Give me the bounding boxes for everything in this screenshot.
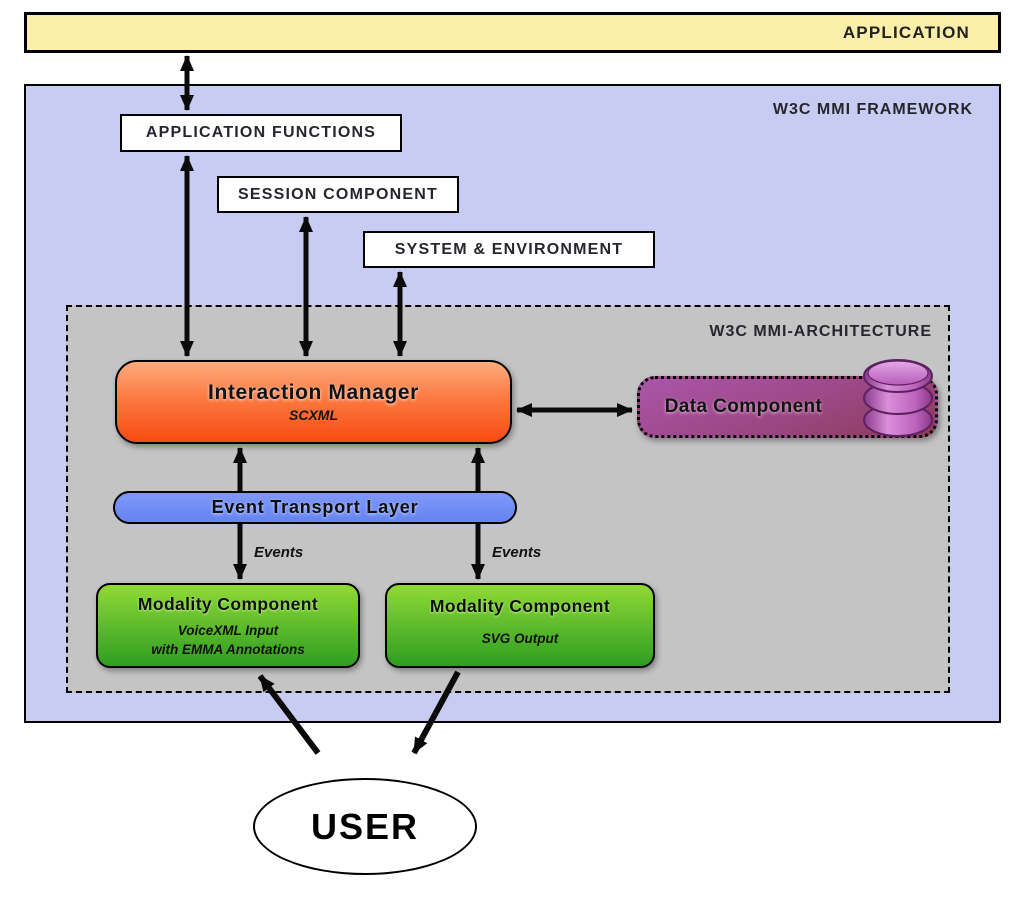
database-icon: [863, 359, 933, 437]
application-functions-label: APPLICATION FUNCTIONS: [145, 124, 377, 141]
mmi-architecture-label: W3C MMI-ARCHITECTURE: [709, 323, 932, 340]
modality-component-voicexml-subtitle-2: with EMMA Annotations: [151, 642, 305, 657]
mmi-framework-label: W3C MMI FRAMEWORK: [772, 101, 973, 118]
user-label: USER: [310, 805, 420, 847]
interaction-manager-title: Interaction Manager: [208, 381, 419, 404]
user-ellipse: USER: [253, 778, 477, 875]
events-label-right: Events: [492, 544, 542, 561]
interaction-manager-subtitle: SCXML: [289, 407, 338, 423]
application-label: APPLICATION: [842, 22, 970, 42]
modality-component-voicexml-subtitle-1: VoiceXML Input: [177, 623, 279, 638]
events-label-left: Events: [254, 544, 304, 561]
system-environment-label: SYSTEM & ENVIRONMENT: [394, 240, 624, 258]
interaction-manager-box: Interaction Manager SCXML: [115, 360, 512, 444]
event-transport-layer-label: Event Transport Layer: [211, 497, 419, 517]
application-functions-box: APPLICATION FUNCTIONS: [120, 114, 402, 152]
modality-component-svg-title: Modality Component: [429, 596, 611, 616]
modality-component-voicexml-title: Modality Component: [137, 594, 319, 614]
session-component-box: SESSION COMPONENT: [217, 176, 459, 213]
data-component-label: Data Component: [664, 396, 823, 417]
modality-component-svg-box: Modality Component SVG Output: [385, 583, 655, 668]
application-bar: APPLICATION: [24, 12, 1001, 53]
modality-component-voicexml-box: Modality Component VoiceXML Input with E…: [96, 583, 360, 668]
event-transport-layer-box: Event Transport Layer: [113, 491, 517, 524]
modality-component-svg-subtitle: SVG Output: [481, 631, 559, 646]
session-component-label: SESSION COMPONENT: [238, 185, 438, 203]
system-environment-box: SYSTEM & ENVIRONMENT: [363, 231, 655, 268]
